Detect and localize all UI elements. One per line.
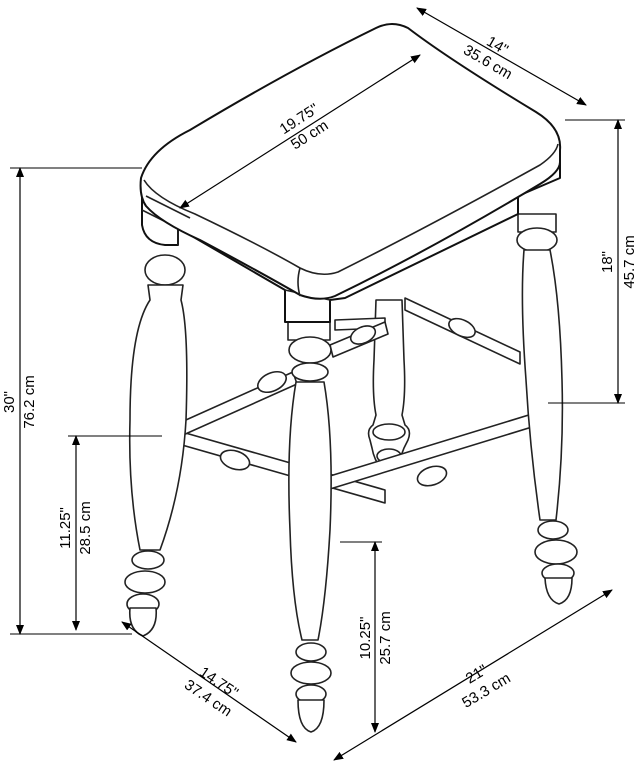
dim-leg-height-cm: 45.7 cm [621, 235, 638, 288]
dim-side-rail-cm: 28.5 cm [77, 501, 94, 554]
stool-drawing [124, 23, 578, 733]
front-center-leg [287, 321, 332, 733]
dim-seat-height-cm: 76.2 cm [21, 375, 38, 428]
front-left-leg [124, 254, 188, 637]
dim-seat-height: 30" 76.2 cm [1, 167, 142, 635]
right-stretcher [404, 297, 521, 365]
right-rear-leg [516, 213, 578, 605]
dim-leg-height-in: 18" [599, 251, 616, 273]
dim-front-rail-in: 10.25" [357, 617, 374, 660]
dim-front-rail-cm: 25.7 cm [377, 611, 394, 664]
dim-base-depth: 14.75" 37.4 cm [121, 621, 297, 743]
left-stretcher [167, 321, 389, 441]
dim-front-rail: 10.25" 25.7 cm [340, 541, 394, 733]
dim-base-width: 21" 53.3 cm [333, 589, 613, 761]
dim-leg-height: 18" 45.7 cm [548, 119, 638, 404]
front-stretcher [167, 409, 546, 504]
dim-side-rail-in: 11.25" [57, 507, 74, 549]
dim-side-rail: 11.25" 28.5 cm [57, 435, 162, 631]
dim-seat-height-in: 30" [1, 391, 18, 413]
